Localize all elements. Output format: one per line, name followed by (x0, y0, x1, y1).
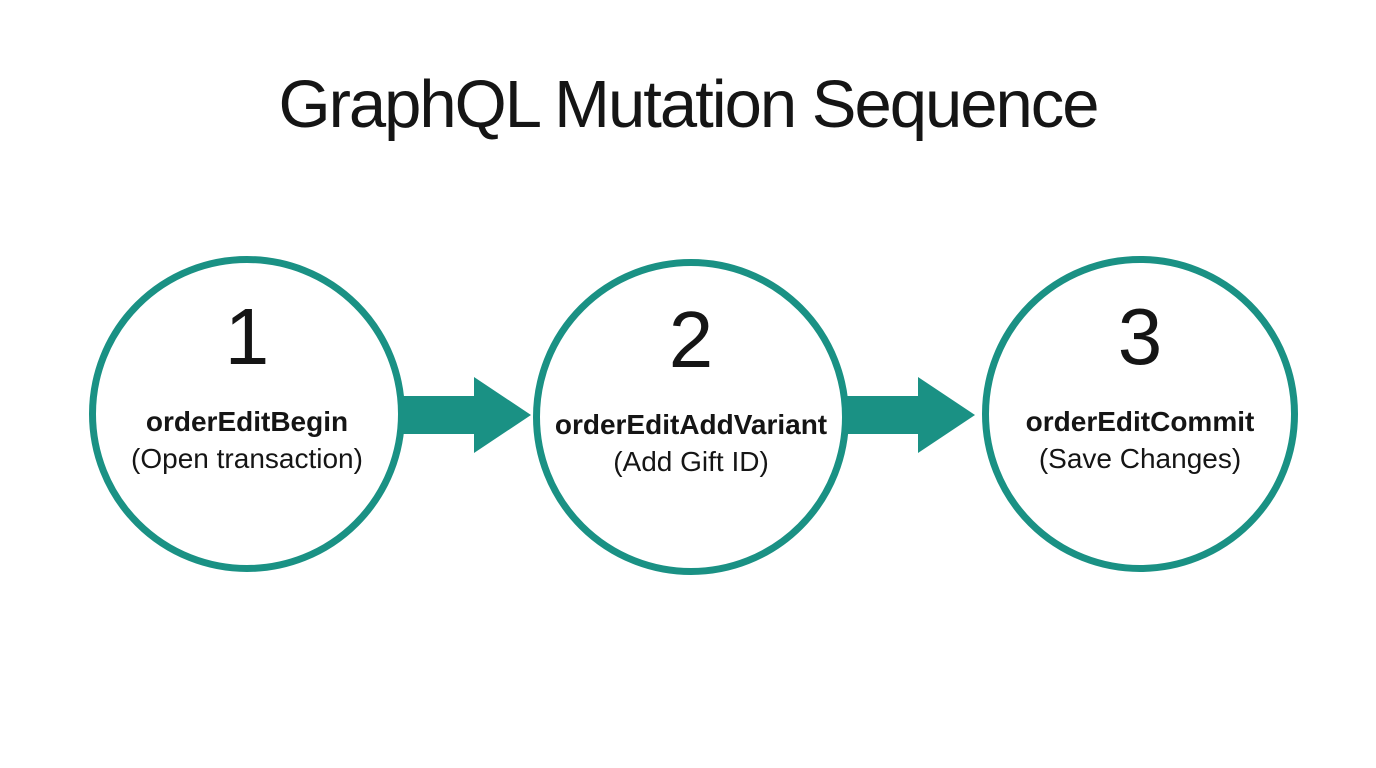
step-mutation-name: orderEditAddVariant (554, 409, 828, 440)
step-number: 2 (668, 295, 714, 384)
flow-arrow-right-icon (401, 377, 531, 453)
step-mutation-name: orderEditCommit (1025, 406, 1255, 437)
step-number: 3 (1117, 292, 1163, 381)
step-circle-3: 3 orderEditCommit (Save Changes) (982, 256, 1298, 572)
flow-arrow-right-icon (845, 377, 975, 453)
step-mutation-name: orderEditBegin (145, 406, 349, 437)
step-description: (Save Changes) (1038, 442, 1242, 474)
step-description: (Open transaction) (131, 442, 363, 474)
step-circle-2: 2 orderEditAddVariant (Add Gift ID) (533, 259, 849, 575)
step-number: 1 (224, 292, 270, 381)
step-circle-1: 1 orderEditBegin (Open transaction) (89, 256, 405, 572)
step-description: (Add Gift ID) (613, 445, 769, 477)
diagram-title: GraphQL Mutation Sequence (278, 67, 1099, 142)
